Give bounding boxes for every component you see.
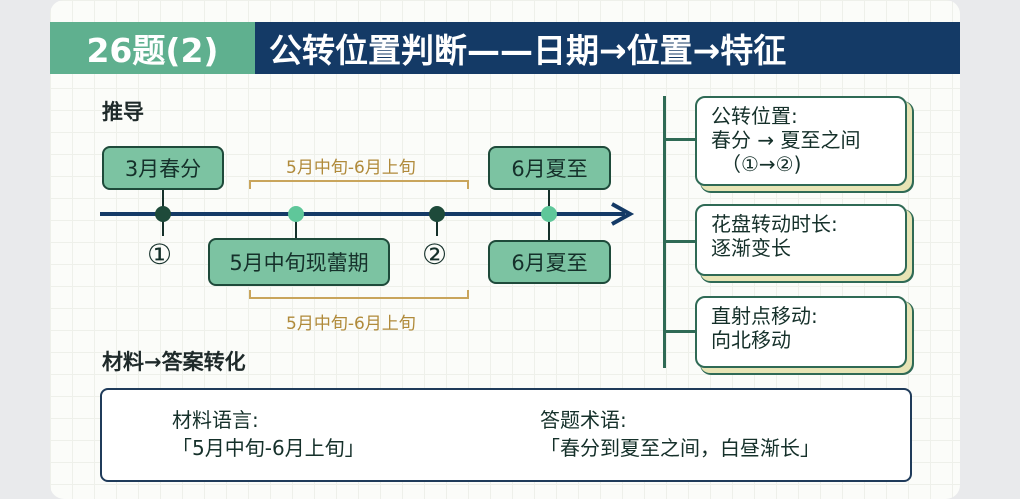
- note-orbit-position: 公转位置: 春分 → 夏至之间 （①→②): [695, 96, 907, 186]
- page-title: 公转位置判断——日期→位置→特征: [255, 22, 960, 74]
- answer-terminology: 答题术语: 「春分到夏至之间，白昼渐长」: [540, 406, 820, 462]
- note-disk-rotation: 花盘转动时长: 逐渐变长: [695, 204, 907, 276]
- note-subsolar-point: 直射点移动: 向北移动: [695, 296, 907, 368]
- top-range-label: 5月中旬-6月上旬: [286, 158, 416, 178]
- summer-solstice-box-bottom: 6月夏至: [488, 240, 611, 284]
- notes-connector-line: [663, 96, 666, 368]
- diagram-card: 26题(2) 公转位置判断——日期→位置→特征 推导 3月春分 6月夏至 5月中…: [50, 0, 960, 499]
- question-tag: 26题(2): [50, 22, 255, 74]
- timeline-arrowhead: [611, 202, 635, 226]
- note-disk-title: 花盘转动时长:: [711, 212, 838, 236]
- point-solstice: [541, 206, 557, 222]
- summer-solstice-box-top: 6月夏至: [488, 146, 611, 190]
- point-marker-2: [429, 206, 445, 222]
- conversion-panel: 材料语言: 「5月中旬-6月上旬」 答题术语: 「春分到夏至之间，白昼渐长」: [100, 388, 912, 482]
- notes-tick-3: [663, 330, 695, 333]
- notes-tick-1: [663, 138, 695, 141]
- material-language: 材料语言: 「5月中旬-6月上旬」: [172, 406, 365, 462]
- notes-tick-2: [663, 240, 695, 243]
- marker-2: ②: [422, 238, 448, 271]
- point-mid-1: [288, 206, 304, 222]
- note-disk-value: 逐渐变长: [711, 236, 791, 260]
- material-value: 「5月中旬-6月上旬」: [172, 436, 365, 460]
- top-range-bracket: [249, 180, 469, 189]
- spring-equinox-box: 3月春分: [102, 146, 224, 190]
- bud-period-box: 5月中旬现蕾期: [208, 238, 390, 286]
- note-subsolar-value: 向北移动: [711, 328, 791, 352]
- material-label: 材料语言:: [172, 408, 259, 432]
- note-subsolar-title: 直射点移动:: [711, 304, 818, 328]
- note-orbit-range: 春分 → 夏至之间: [711, 128, 861, 152]
- conversion-title: 材料→答案转化: [102, 350, 246, 374]
- point-marker-1: [155, 206, 171, 222]
- bottom-range-bracket: [249, 290, 469, 299]
- note-orbit-title: 公转位置:: [711, 104, 798, 128]
- bottom-range-label: 5月中旬-6月上旬: [286, 314, 416, 334]
- note-orbit-markers: （①→②): [721, 152, 802, 176]
- answer-label: 答题术语:: [540, 408, 627, 432]
- marker-1: ①: [147, 238, 173, 271]
- derivation-title: 推导: [102, 100, 144, 124]
- answer-value: 「春分到夏至之间，白昼渐长」: [540, 436, 820, 460]
